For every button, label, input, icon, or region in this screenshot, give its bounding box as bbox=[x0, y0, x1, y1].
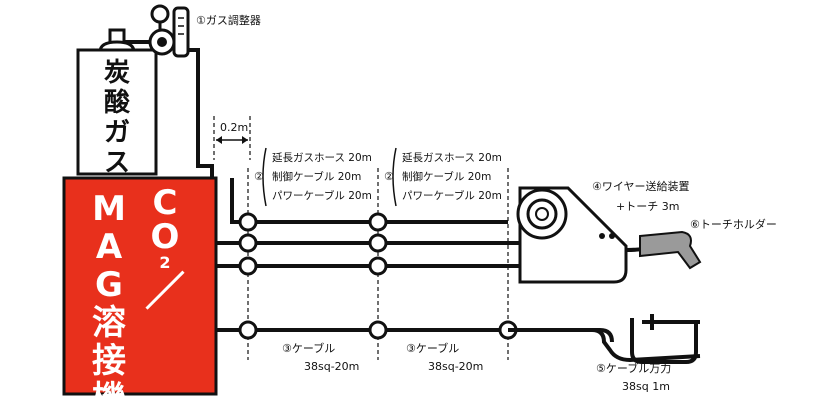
machine-char: G bbox=[95, 265, 123, 305]
gas-regulator bbox=[124, 4, 190, 58]
machine-char: 機 bbox=[92, 379, 126, 419]
group1-line: 延長ガスホース 20m bbox=[272, 152, 372, 164]
dimension-marker bbox=[213, 116, 251, 160]
cylinder-label: 炭 酸 ガ ス bbox=[82, 58, 152, 178]
machine-slash: ／ bbox=[145, 269, 185, 315]
guide-lines bbox=[247, 168, 509, 360]
cable1-label: ③ケーブル bbox=[282, 342, 336, 355]
regulator-label: ①ガス調整器 bbox=[196, 14, 261, 27]
machine-char: M bbox=[92, 189, 126, 229]
connectors bbox=[238, 212, 518, 340]
group2-line: 制御ケーブル 20m bbox=[402, 171, 492, 183]
clamp-spec: 38sq 1m bbox=[622, 380, 670, 393]
cable-clamp bbox=[630, 314, 700, 364]
machine-char: 接 bbox=[92, 341, 126, 381]
clamp-label: ⑤ケーブル万力 bbox=[596, 362, 672, 375]
machine-char: C bbox=[152, 183, 178, 223]
group2-line: パワーケーブル 20m bbox=[402, 190, 502, 202]
machine-char: O bbox=[150, 217, 180, 257]
cylinder-char: 炭 bbox=[103, 58, 130, 88]
group2-number: ② bbox=[384, 170, 394, 183]
label-brackets bbox=[262, 147, 397, 207]
group2-line: 延長ガスホース 20m bbox=[402, 152, 502, 164]
gas-cylinder bbox=[76, 28, 158, 176]
wiring-diagram bbox=[62, 4, 702, 396]
distance-label: 0.2m bbox=[220, 121, 249, 134]
welding-machine bbox=[62, 176, 218, 396]
torch-holder-label: ⑥トーチホルダー bbox=[690, 218, 777, 231]
group1-line: 制御ケーブル 20m bbox=[272, 171, 362, 183]
gas-hose bbox=[188, 48, 214, 180]
group1-line: パワーケーブル 20m bbox=[272, 190, 372, 202]
cable2-label: ③ケーブル bbox=[406, 342, 460, 355]
machine-char: 溶 bbox=[92, 303, 126, 343]
torch-holder bbox=[639, 230, 702, 270]
machine-subscript: 2 bbox=[159, 253, 171, 272]
cylinder-char: 酸 bbox=[103, 88, 130, 118]
machine-char: A bbox=[95, 227, 123, 267]
diagram: 炭 酸 ガ ス M A G 溶 接 機 C O 2 ／ ①ガス調整器 0.2m … bbox=[62, 4, 777, 396]
cable1-spec: 38sq-20m bbox=[304, 360, 360, 373]
ground-cable bbox=[508, 328, 701, 363]
group1-number: ② bbox=[254, 170, 264, 183]
cylinder-char: ガ bbox=[103, 118, 130, 148]
wire-feeder bbox=[516, 186, 628, 284]
wire-feeder-length: +トーチ 3m bbox=[616, 200, 680, 213]
machine-label-mag: M A G 溶 接 機 bbox=[88, 190, 130, 418]
wire-feeder-label: ④ワイヤー送給装置 bbox=[592, 180, 690, 193]
machine-label-co2: C O 2 ／ bbox=[142, 186, 188, 312]
cylinder-char: ス bbox=[103, 148, 130, 178]
cable2-spec: 38sq-20m bbox=[428, 360, 484, 373]
